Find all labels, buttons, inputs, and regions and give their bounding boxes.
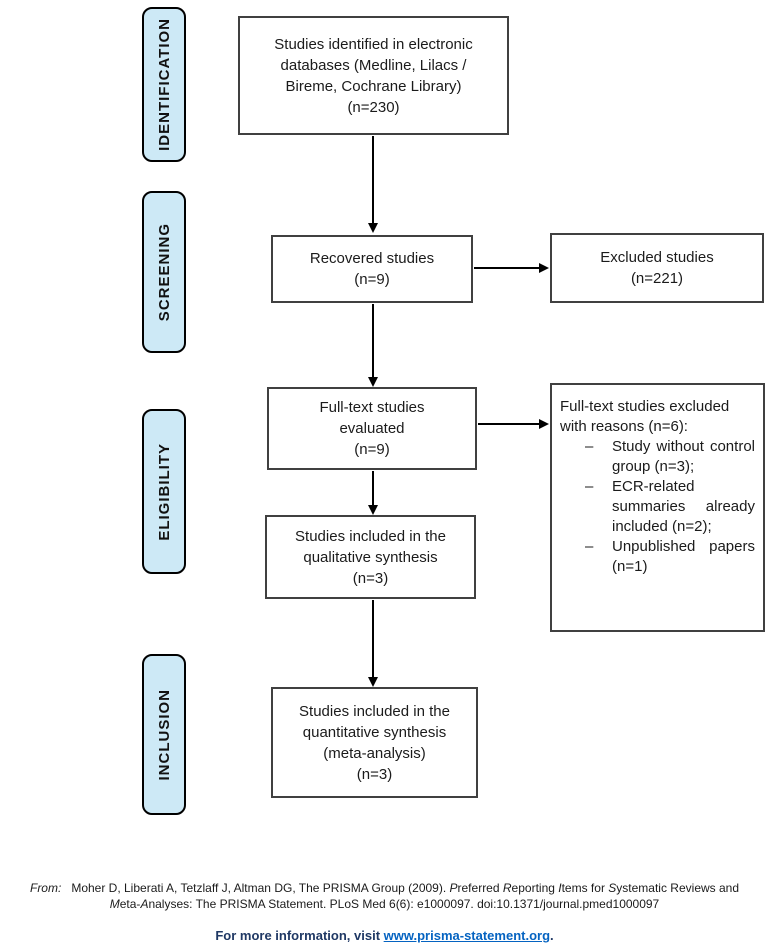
box-text-line: (n=221) [630, 270, 684, 287]
citation-text-1: Moher D, Liberati A, Tetzlaff J, Altman … [71, 881, 740, 895]
box-studies-identified: Studies identified in electronic databas… [238, 16, 509, 135]
stage-label-inclusion: INCLUSION [155, 688, 173, 781]
reason-item-text: ECR-related summaries already included (… [612, 478, 755, 535]
box-text-line: Full-text studies [319, 399, 425, 416]
stage-label-identification: IDENTIFICATION [155, 18, 173, 151]
box-text-line: (n=9) [354, 441, 390, 458]
box-quantitative-synthesis: Studies included in the quantitative syn… [271, 687, 478, 798]
box-text-line: quantitative synthesis [302, 723, 447, 741]
box-text-line: evaluated [339, 420, 405, 437]
citation-line-2: Meta-Analyses: The PRISMA Statement. PLo… [5, 896, 764, 912]
reasons-heading-line: Full-text studies excluded [560, 398, 730, 415]
box-text-line: (n=3) [356, 765, 393, 783]
citation-line-1: From: Moher D, Liberati A, Tetzlaff J, Al… [5, 880, 764, 896]
box-text-line: Bireme, Cochrane Library) [285, 77, 462, 95]
reason-item: – Unpublished papers (n=1) [585, 537, 755, 577]
box-fulltext-evaluated: Full-text studies evaluated (n=9) [267, 387, 477, 470]
info-prefix: For more information, visit [215, 928, 384, 943]
dash-bullet: – [585, 438, 594, 455]
stage-pill-screening: SCREENING [142, 191, 186, 353]
box-text-line: Excluded studies [600, 249, 714, 266]
box-qualitative-synthesis: Studies included in the qualitative synt… [265, 515, 476, 599]
box-text-line: (n=3) [352, 569, 389, 587]
box-text-line: qualitative synthesis [303, 548, 438, 566]
stage-label-eligibility: ELIGIBILITY [155, 442, 173, 541]
box-text-line: Recovered studies [309, 250, 435, 267]
reason-item-text: Unpublished papers (n=1) [612, 538, 755, 575]
stage-label-screening: SCREENING [155, 222, 173, 322]
dash-bullet: – [585, 478, 594, 495]
from-label: From: [29, 881, 62, 895]
reason-item: – Study without control group (n=3); [585, 437, 755, 477]
citation-text-2: Meta-Analyses: The PRISMA Statement. PLo… [109, 897, 660, 911]
more-info-line: For more information, visit www.prisma-s… [0, 928, 769, 943]
box-text-line: Studies included in the [295, 527, 446, 545]
reasons-heading-line: with reasons (n=6): [560, 418, 688, 435]
box-excluded-studies: Excluded studies (n=221) [550, 233, 764, 303]
reason-item-text: Study without control group (n=3); [612, 438, 755, 475]
stage-pill-inclusion: INCLUSION [142, 654, 186, 815]
dash-bullet: – [585, 538, 594, 555]
box-text-line: (n=9) [354, 271, 390, 288]
stage-pill-identification: IDENTIFICATION [142, 7, 186, 162]
citation-footer: From: Moher D, Liberati A, Tetzlaff J, Al… [5, 880, 764, 912]
box-recovered-studies: Recovered studies (n=9) [271, 235, 473, 303]
stage-pill-eligibility: ELIGIBILITY [142, 409, 186, 574]
box-text-line: (n=230) [347, 98, 400, 116]
box-text-line: Studies included in the [299, 702, 450, 720]
info-suffix: . [550, 928, 554, 943]
prisma-statement-link[interactable]: www.prisma-statement.org [383, 928, 551, 943]
box-text-line: databases (Medline, Lilacs / [280, 56, 467, 74]
box-text-line: Studies identified in electronic [274, 35, 473, 53]
box-text-line: (meta-analysis) [323, 744, 426, 762]
box-fulltext-excluded-reasons: Full-text studies excluded with reasons … [550, 383, 765, 632]
reason-item: – ECR-related summaries already included… [585, 477, 755, 537]
